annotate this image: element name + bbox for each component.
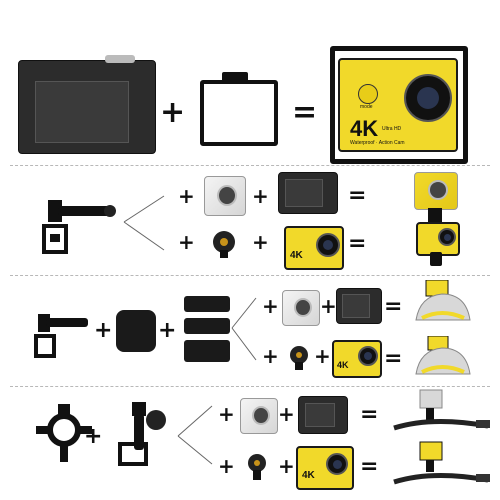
plus-operator: +: [262, 344, 279, 368]
divider-1: [10, 165, 490, 166]
camera-logo: 4K: [350, 116, 379, 141]
equals-operator: =: [348, 183, 367, 208]
plus-operator: +: [218, 402, 235, 426]
mode-button: [358, 84, 378, 104]
camera-top-button: [105, 55, 135, 63]
velcro-strap: [184, 296, 230, 312]
helmet-with-camera: [415, 280, 471, 321]
camera-tagline: Waterproof · Action Cam: [350, 140, 405, 146]
bike-handlebar-with-camera: [393, 441, 490, 485]
camera-lens: [404, 74, 452, 122]
camera-in-housing: [414, 172, 458, 210]
velcro-strap: [184, 340, 230, 362]
black-camera-rear: [278, 172, 338, 214]
yellow-camera-front: 4K: [332, 340, 382, 378]
camera-lens: [326, 453, 348, 475]
tripod-adapter: [213, 231, 235, 258]
equals-operator: =: [360, 454, 379, 479]
camera-lens: [358, 346, 378, 366]
waterproof-housing: [240, 398, 278, 434]
camera-lens: [316, 233, 340, 257]
frame-mount: [200, 80, 278, 146]
plus-operator: +: [84, 424, 103, 449]
camera-screen: [285, 179, 323, 207]
plus-operator: +: [160, 95, 186, 130]
tripod-adapter-base: [430, 252, 442, 266]
camera-screen: [305, 403, 335, 427]
frame-mount-clip: [222, 72, 248, 82]
yellow-camera-front: mode 4K Ultra HD Waterproof · Action Cam: [338, 58, 458, 152]
plus-operator: +: [314, 344, 331, 368]
helmet-with-camera: [415, 336, 471, 375]
tripod-adapter: [248, 454, 266, 480]
plus-operator: +: [252, 184, 269, 208]
plus-operator: +: [94, 318, 113, 343]
black-camera-rear: [18, 55, 156, 154]
branch-lines: [177, 405, 213, 465]
equals-operator: =: [292, 95, 318, 130]
mount-arm: [118, 402, 166, 466]
divider-3: [10, 386, 490, 387]
housing-mount-base: [428, 208, 442, 222]
tripod-adapter: [290, 346, 308, 370]
yellow-camera-front: 4K: [284, 226, 344, 270]
plus-operator: +: [178, 230, 195, 254]
waterproof-housing: [204, 176, 246, 216]
camera-screen: [342, 294, 370, 318]
plus-operator: +: [252, 230, 269, 254]
velcro-strap: [184, 318, 230, 334]
mount-arm: [34, 314, 88, 358]
black-camera-rear: [336, 288, 382, 324]
camera-screen: [35, 81, 129, 143]
waterproof-housing: [282, 290, 320, 326]
equals-operator: =: [348, 231, 367, 256]
frame-mount-assembled: [330, 46, 468, 164]
bike-handlebar-with-camera: [393, 389, 490, 431]
plus-operator: +: [278, 454, 295, 478]
mount-arm: [42, 200, 116, 254]
handlebar-mount: [36, 404, 92, 462]
plus-operator: +: [278, 402, 295, 426]
camera-logo: 4K: [302, 470, 315, 481]
equals-operator: =: [384, 294, 403, 319]
branch-lines: [231, 297, 257, 361]
yellow-camera-front: 4K: [296, 446, 354, 490]
branch-lines: [123, 195, 165, 251]
plus-operator: +: [320, 294, 337, 318]
plus-operator: +: [158, 318, 177, 343]
camera-logo-suffix: Ultra HD: [382, 126, 402, 132]
mode-label: mode: [360, 104, 373, 110]
black-camera-rear: [298, 396, 348, 434]
plus-operator: +: [262, 294, 279, 318]
helmet-curved-mount: [116, 310, 156, 352]
camera-logo: 4K: [290, 250, 303, 261]
plus-operator: +: [218, 454, 235, 478]
divider-2: [10, 275, 490, 276]
yellow-camera-front: [416, 222, 460, 256]
camera-logo: 4K: [337, 360, 349, 370]
plus-operator: +: [178, 184, 195, 208]
equals-operator: =: [384, 346, 403, 371]
equals-operator: =: [360, 402, 379, 427]
camera-lens: [438, 228, 456, 246]
